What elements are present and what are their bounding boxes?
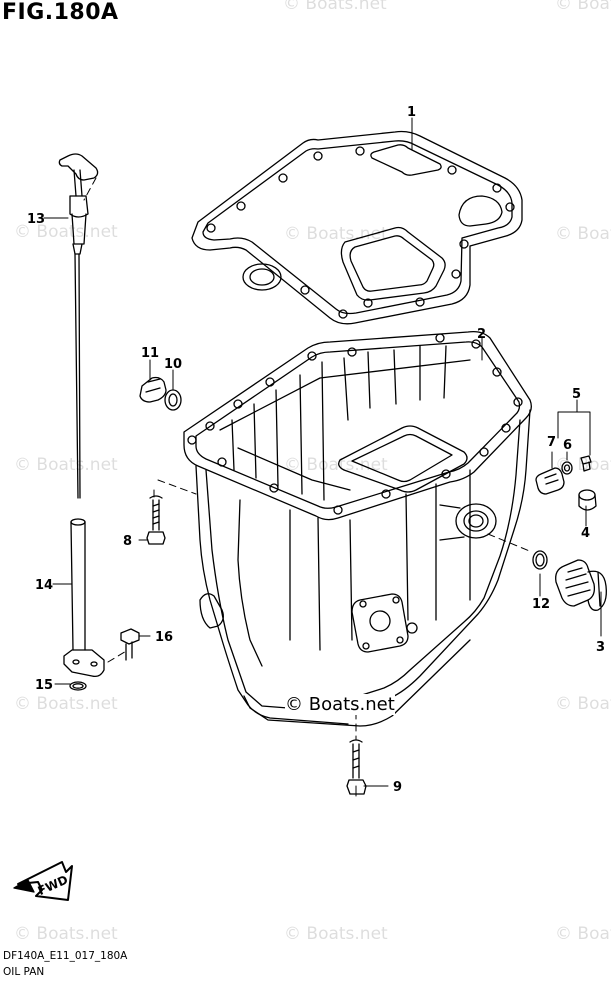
fwd-label: FWD — [36, 873, 70, 899]
callout-10: 10 — [164, 357, 182, 372]
callout-6: 6 — [563, 438, 572, 453]
watermark: © Boats.net — [284, 224, 388, 244]
watermark: © Boats.net — [14, 924, 118, 944]
dashed-connectors — [83, 177, 533, 741]
bolt-9-part — [346, 739, 367, 795]
bolt-16-part — [120, 628, 140, 661]
callout-7: 7 — [547, 435, 556, 450]
watermark: © Boats.net — [555, 694, 611, 714]
leader-lines — [43, 117, 602, 797]
watermark: © Boats.net — [14, 222, 118, 242]
bolt-8-part — [146, 495, 166, 545]
callout-9: 9 — [393, 780, 402, 795]
figure-name: OIL PAN — [3, 966, 45, 978]
seal-ring-part — [69, 681, 87, 691]
callout-1: 1 — [407, 105, 416, 120]
callout-4: 4 — [581, 526, 590, 541]
watermark: © Boats.net — [555, 924, 611, 944]
callout-8: 8 — [123, 534, 132, 549]
callout-5: 5 — [572, 387, 581, 402]
callout-15: 15 — [35, 678, 53, 693]
fwd-arrow-icon — [13, 861, 73, 901]
watermark: © Boats.net — [14, 455, 118, 475]
watermark: © Boats.net — [14, 694, 118, 714]
small-bolt-part — [580, 455, 592, 472]
figure-code: DF140A_E11_017_180A — [3, 950, 128, 962]
fitting-part — [535, 461, 573, 495]
callout-3: 3 — [596, 640, 605, 655]
callout-16: 16 — [155, 630, 173, 645]
watermark: © Boats.net — [284, 924, 388, 944]
watermark: © Boats.net — [555, 0, 611, 14]
plug-part — [139, 376, 167, 403]
callout-14: 14 — [35, 578, 53, 593]
callout-2: 2 — [477, 327, 486, 342]
dipstick-part — [58, 153, 99, 499]
washer-part — [164, 389, 182, 411]
callout-13: 13 — [27, 212, 45, 227]
oil-pan-part — [183, 330, 532, 727]
dipstick-tube-part — [63, 518, 105, 678]
drain-plug-part — [555, 559, 607, 611]
callout-11: 11 — [141, 346, 159, 361]
callout-12: 12 — [532, 597, 550, 612]
o-ring-part — [532, 550, 548, 570]
watermark-primary: © Boats.net — [285, 694, 395, 715]
cap-part — [578, 489, 597, 511]
watermark: © Boats.net — [284, 455, 388, 475]
figure-title: FIG.180A — [2, 0, 119, 25]
watermark: © Boats.net — [555, 224, 611, 244]
gasket-part — [191, 130, 523, 325]
watermark: © Boats.net — [283, 0, 387, 14]
